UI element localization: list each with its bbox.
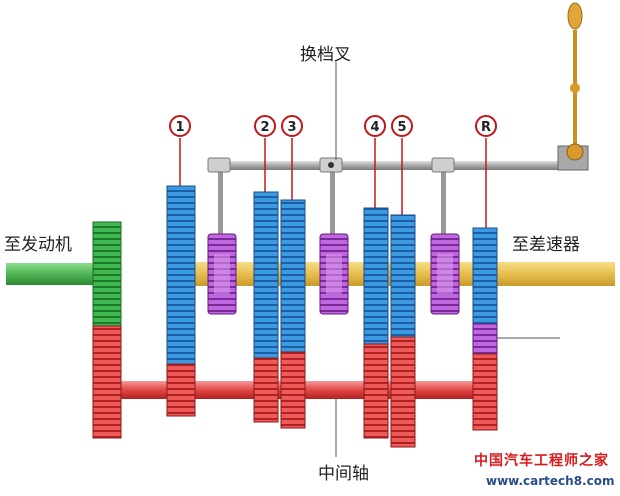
watermark-url: www.cartech8.com [486,474,615,488]
countershaft-label: 中间轴 [318,464,369,484]
gear-number-r: R [475,115,497,137]
gear-number-1: 1 [169,115,191,137]
main-gear-5 [390,214,416,338]
gear-number-3: 3 [281,115,303,137]
counter-gear-r [472,353,498,431]
lever-joint-lower [566,143,584,161]
counter-drive-gear [92,325,122,439]
watermark-site-name: 中国汽车工程师之家 [474,453,609,469]
input-gear [92,221,122,327]
counter-gear-3 [280,351,306,429]
gear-number-5: 5 [391,115,413,137]
sync-hub-3 [437,254,453,294]
gear-number-2: 2 [254,115,276,137]
main-gear-2 [253,191,279,359]
selector-rail [208,161,578,170]
main-gear-1 [166,185,196,365]
to-differential-label: 至差速器 [512,235,580,255]
main-gear-r [472,227,498,325]
reverse-idler-gear [472,323,498,355]
sync-hub-1 [214,254,230,294]
selector-fork-1-2 [218,168,223,234]
shift-fork-label: 换档叉 [300,45,351,65]
counter-gear-5 [390,336,416,448]
fork-collar-1 [207,157,231,173]
fork-collar-3 [431,157,455,173]
sync-hub-2 [326,254,342,294]
main-gear-4 [363,207,389,345]
counter-gear-1 [166,363,196,417]
lever-joint-upper [570,83,580,93]
fork-pivot-dot [328,162,334,168]
selector-fork-3-4 [330,168,335,234]
input-shaft [6,263,102,285]
counter-gear-2 [253,357,279,423]
main-gear-3 [280,199,306,353]
counter-gear-4 [363,343,389,439]
shift-lever-knob [567,2,583,30]
selector-fork-5-r [441,168,446,234]
gear-number-4: 4 [364,115,386,137]
to-engine-label: 至发动机 [4,235,72,255]
